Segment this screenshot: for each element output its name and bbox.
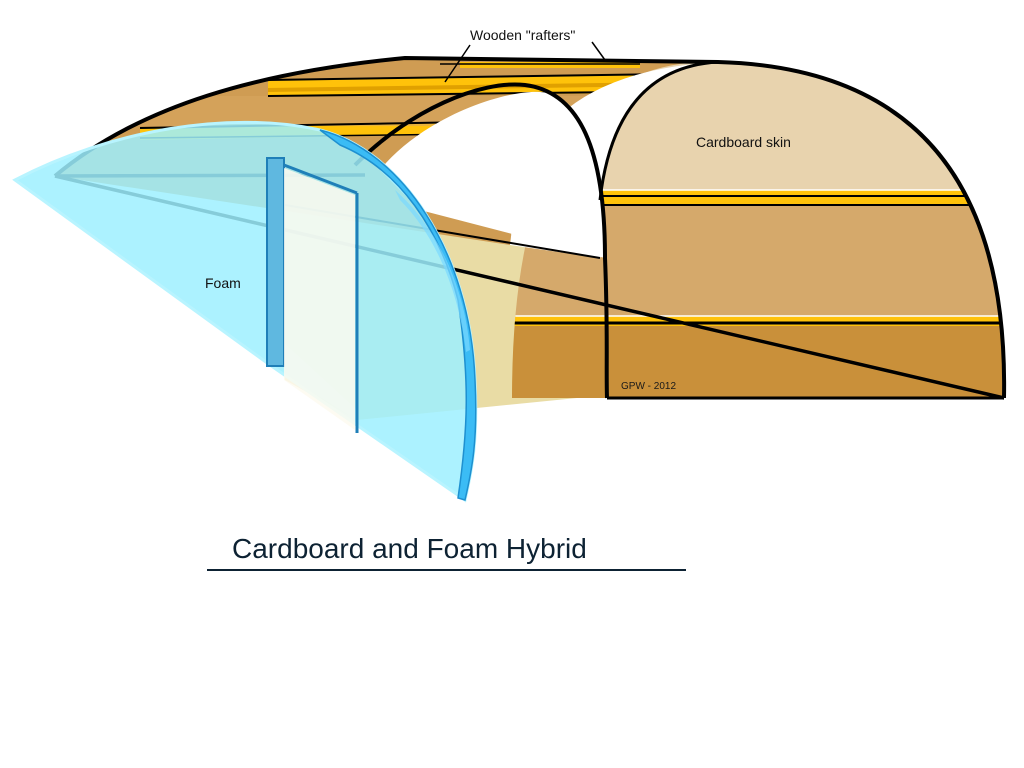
front-arch-outline (353, 82, 609, 399)
rafter-top-yellow-strip (460, 62, 640, 68)
rafters-pointer-1 (444, 44, 471, 83)
rafter-band-2 (512, 316, 1005, 326)
door-opening (284, 168, 355, 430)
title-underline (207, 569, 686, 571)
rafters-pointer-2 (591, 41, 606, 61)
foam-edge (319, 129, 477, 501)
credit-label: GPW - 2012 (621, 381, 677, 392)
wooden-rafters-label: Wooden "rafters" (470, 27, 576, 43)
end-arch-left-edge (598, 60, 719, 201)
door-top-line (283, 163, 358, 195)
foam-label: Foam (205, 275, 241, 291)
front-arch-hole (380, 91, 605, 258)
outer-arch-outline (53, 55, 1007, 399)
door-post-left (266, 157, 285, 367)
cardboard-skin-label: Cardboard skin (696, 134, 791, 150)
diagram-title: Cardboard and Foam Hybrid (232, 533, 587, 564)
